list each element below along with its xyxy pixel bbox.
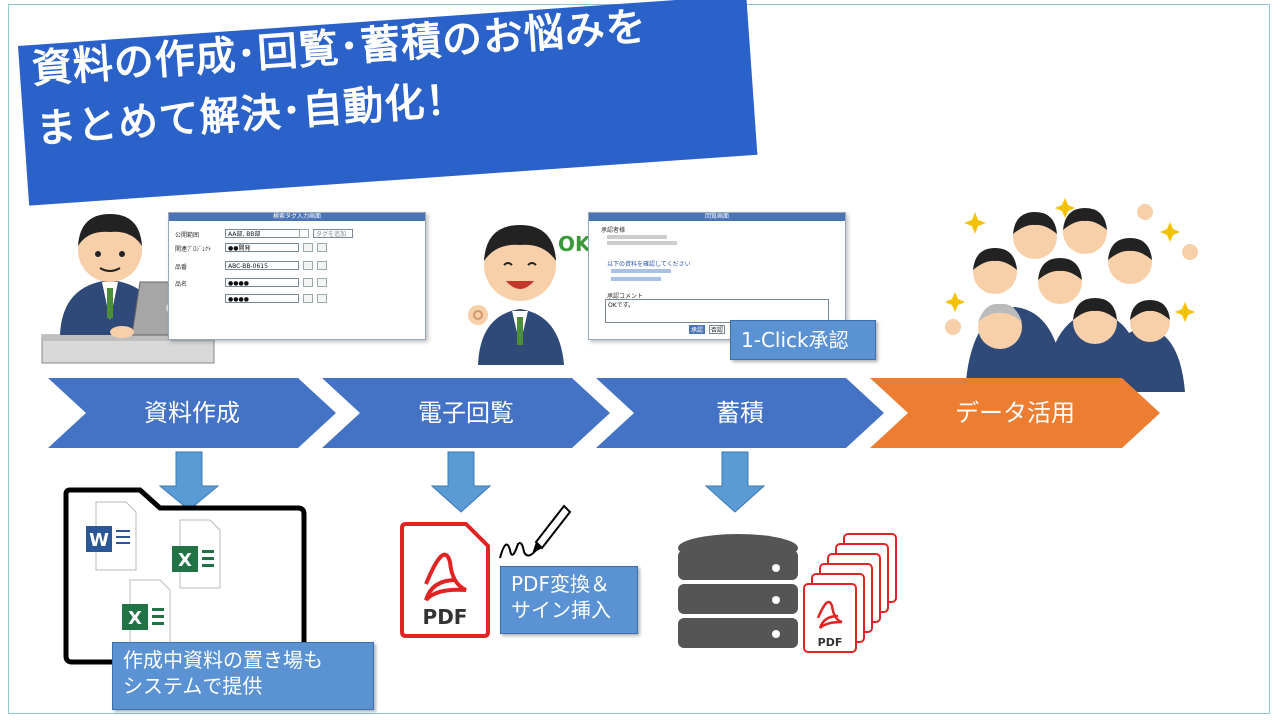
approval-info-line [607,235,667,239]
form-mini-button [317,261,327,270]
down-arrow-icon [704,451,766,513]
approval-link-line [611,269,671,273]
approval-info-line [607,241,677,245]
pdf-signature-illustration: PDF [400,504,572,638]
pen-signature-icon [499,504,572,559]
form-value-extra: ●●●● [225,294,299,303]
form-value-part-number: ABC-BB-0615 [225,261,299,270]
form-mini-button [317,278,327,287]
approval-screenshot: 回覧画面 承認者様 以下の資料を確認してください 承認コメント OKです。 承認… [588,212,846,340]
form-mini-button [303,294,313,303]
form-label-part-name: 品名 [175,281,188,288]
approve-button: 承認 [689,325,705,334]
form-mini-button [317,243,327,252]
form-mini-button [303,261,313,270]
storage-callout: 作成中資料の置き場も システムで提供 [112,642,374,710]
ok-text: OK! [558,232,590,256]
database-pdf-storage-illustration: PDF [678,533,897,653]
svg-text:W: W [89,530,109,551]
dropdown-caret-icon [299,229,309,238]
form-value-part-name: ●●●● [225,278,299,287]
pdf-sign-callout: PDF変換＆ サイン挿入 [500,566,638,634]
approval-heading: 承認者様 [601,227,626,234]
pdf-stack-icon: PDF [803,533,897,653]
ok-person-illustration: OK! [468,225,590,365]
form-label-part-number: 品番 [175,264,188,271]
step-label-utilize: データ活用 [955,399,1075,427]
pdf-file-icon: PDF [400,522,490,638]
database-icon [678,534,798,648]
step-label-store: 蓄積 [716,399,764,427]
excel-file-icon: X [172,519,221,589]
form-mini-button [303,278,313,287]
form-label-project: 関連ﾌﾟﾛｼﾞｪｸﾄ [175,246,212,253]
step-shape-create [48,378,336,448]
word-file-icon: W [86,501,137,571]
approval-comment-box: OKです。 [605,299,829,323]
step-shape-store [596,378,884,448]
approval-screen-title: 回覧画面 [589,213,845,221]
step-shape-circulate [322,378,610,448]
reject-button: 否認 [709,325,725,334]
tag-input-screen-title: 検索タグ入力画面 [169,213,425,221]
step-label-create: 資料作成 [144,399,240,427]
form-label-scope: 公開範囲 [175,232,200,239]
team-celebration-illustration [945,198,1198,392]
people-group [945,204,1198,392]
excel-file-icon: X [122,579,171,649]
down-arrow-icon [158,451,220,511]
svg-text:PDF: PDF [423,605,468,629]
approval-link-line [611,277,661,281]
svg-text:PDF: PDF [818,636,843,649]
form-mini-button [303,243,313,252]
approval-instruction: 以下の資料を確認してください [607,261,691,268]
tag-input-screenshot: 検索タグ入力画面 公開範囲 AA部, BB部 タグを追加 関連ﾌﾟﾛｼﾞｪｸﾄ … [168,212,426,340]
approval-comment-label: 承認コメント [607,293,644,300]
one-click-callout: 1-Click承認 [730,320,876,360]
svg-text:X: X [128,608,142,629]
add-tag-button: タグを追加 [313,229,353,238]
step-shape-utilize [870,378,1160,448]
svg-text:X: X [178,550,192,571]
form-mini-button [317,294,327,303]
step-label-circulate: 電子回覧 [418,399,514,427]
down-arrow-icon [430,451,492,513]
sparkle-icon [945,198,1195,322]
form-value-project: ●●開発 [225,243,299,252]
